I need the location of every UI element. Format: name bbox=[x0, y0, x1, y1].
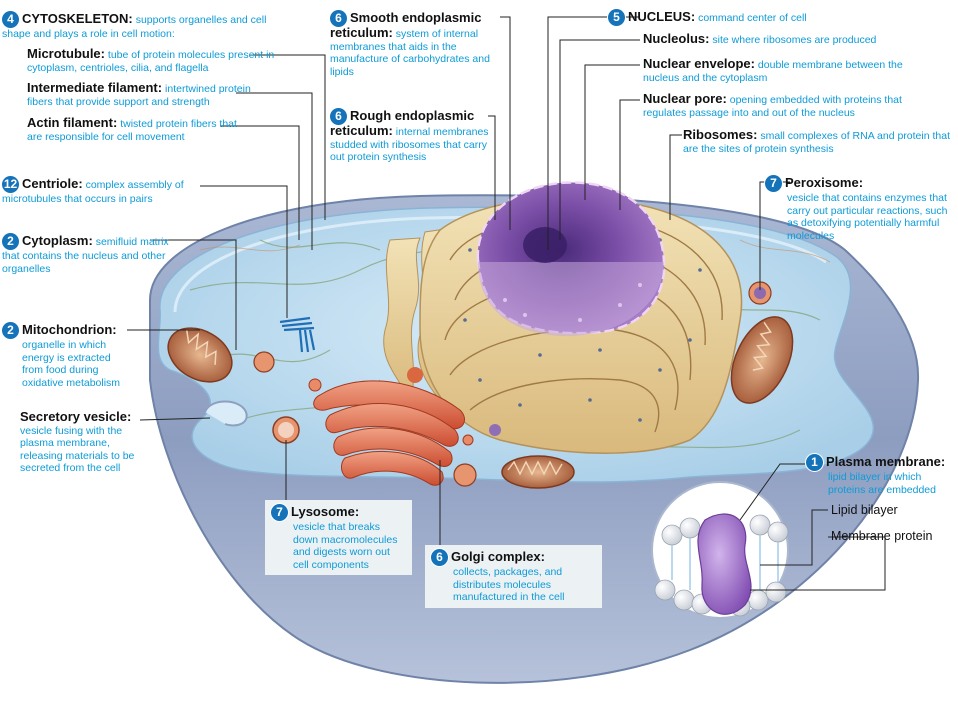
number-badge: 1 bbox=[806, 454, 823, 471]
nucleolus-desc: site where ribosomes are produced bbox=[712, 34, 877, 46]
nucleus bbox=[476, 181, 666, 337]
nucleolus-title: Nucleolus: bbox=[643, 31, 710, 46]
number-badge: 2 bbox=[2, 322, 19, 339]
centriole bbox=[279, 316, 316, 353]
mitochondrion-bottom bbox=[501, 455, 575, 489]
centriole-desc: complex assembly of microtubules that oc… bbox=[2, 179, 184, 205]
vesicles bbox=[253, 281, 772, 487]
mitochondrion-left bbox=[167, 327, 233, 383]
label-nuclear-pore: Nuclear pore: opening embedded with prot… bbox=[643, 91, 938, 119]
cytoplasm-desc: semifluid matrix that contains the nucle… bbox=[2, 236, 169, 275]
nucleolus bbox=[523, 227, 567, 263]
golgi-title: Golgi complex: bbox=[451, 549, 545, 564]
mitochondrion-desc: organelle in which energy is extracted f… bbox=[22, 339, 121, 389]
number-badge: 6 bbox=[330, 108, 347, 125]
label-actin-filament: Actin filament: twisted protein fibers t… bbox=[27, 115, 237, 143]
secretory-desc: vesicle fusing with the plasma membrane,… bbox=[20, 424, 135, 475]
pore-title: Nuclear pore: bbox=[643, 91, 727, 106]
microtubule-desc: tube of protein molecules present in cyt… bbox=[27, 49, 275, 74]
smooth-er-desc: system of internal membranes that aids i… bbox=[330, 28, 490, 78]
number-badge: 7 bbox=[271, 504, 288, 521]
mitochondrion-title: Mitochondrion: bbox=[22, 322, 117, 337]
actin-title: Actin filament: bbox=[27, 115, 118, 130]
label-lipid-bilayer: Lipid bilayer bbox=[831, 503, 898, 517]
plasma-title: Plasma membrane: bbox=[826, 454, 946, 469]
number-badge: 6 bbox=[431, 549, 448, 566]
cytoskeleton-title: CYTOSKELETON: bbox=[22, 11, 133, 26]
lysosome-title: Lysosome: bbox=[291, 504, 360, 519]
ribosomes-title: Ribosomes: bbox=[683, 127, 758, 142]
label-secretory-vesicle: Secretory vesicle: vesicle fusing with t… bbox=[20, 409, 150, 475]
number-badge: 2 bbox=[2, 233, 19, 250]
golgi-complex bbox=[308, 378, 474, 486]
centriole-title: Centriole: bbox=[22, 176, 83, 191]
microtubule-title: Microtubule: bbox=[27, 46, 105, 61]
actin-desc: twisted protein fibers that are responsi… bbox=[27, 118, 237, 143]
envelope-title: Nuclear envelope: bbox=[643, 56, 755, 71]
label-membrane-protein: Membrane protein bbox=[831, 529, 933, 543]
ribosomes-desc: small complexes of RNA and protein that … bbox=[683, 130, 951, 155]
label-intermediate-filament: Intermediate filament: intertwined prote… bbox=[27, 80, 267, 108]
number-badge: 12 bbox=[2, 176, 19, 193]
nucleus-title: NUCLEUS: bbox=[628, 9, 696, 24]
membrane-protein-shape bbox=[697, 513, 752, 615]
smooth-er-title: Smooth endoplasmic reticulum: bbox=[330, 10, 482, 40]
intermediate-desc: intertwined protein fibers that provide … bbox=[27, 83, 251, 108]
plasma-desc: lipid bilayer in which proteins are embe… bbox=[828, 471, 936, 496]
rough-er-desc: internal membranes studded with ribosome… bbox=[330, 126, 489, 163]
peroxisome-title: Peroxisome: bbox=[785, 175, 864, 190]
cytoskeleton-desc: supports organelles and cell shape and p… bbox=[2, 14, 267, 40]
intermediate-title: Intermediate filament: bbox=[27, 80, 163, 95]
label-microtubule: Microtubule: tube of protein molecules p… bbox=[27, 46, 282, 74]
cytoplasm-title: Cytoplasm: bbox=[22, 233, 93, 248]
lysosome-desc: vesicle that breaks down macromolecules … bbox=[293, 521, 398, 571]
pore-desc: opening embedded with proteins that regu… bbox=[643, 94, 902, 119]
leader-lines bbox=[127, 16, 886, 591]
golgi-desc: collects, packages, and distributes mole… bbox=[453, 566, 565, 603]
label-nuclear-envelope: Nuclear envelope: double membrane betwee… bbox=[643, 56, 938, 84]
label-nucleolus: Nucleolus: site where ribosomes are prod… bbox=[643, 31, 943, 47]
peroxisome-desc: vesicle that contains enzymes that carry… bbox=[787, 192, 948, 242]
number-badge: 5 bbox=[608, 9, 625, 26]
number-badge: 6 bbox=[330, 10, 347, 27]
secretory-title: Secretory vesicle: bbox=[20, 409, 132, 424]
mitochondria bbox=[167, 316, 794, 489]
number-badge: 4 bbox=[2, 11, 19, 28]
envelope-desc: double membrane between the nucleus and … bbox=[643, 59, 903, 84]
rough-er-title: Rough endoplasmic reticulum: bbox=[330, 108, 475, 138]
number-badge: 7 bbox=[765, 175, 782, 192]
label-ribosomes: Ribosomes: small complexes of RNA and pr… bbox=[683, 127, 953, 155]
mitochondrion-right bbox=[730, 316, 794, 404]
nucleus-desc: command center of cell bbox=[698, 12, 807, 24]
secretory-vesicle bbox=[204, 400, 248, 427]
membrane-inset bbox=[651, 481, 789, 619]
